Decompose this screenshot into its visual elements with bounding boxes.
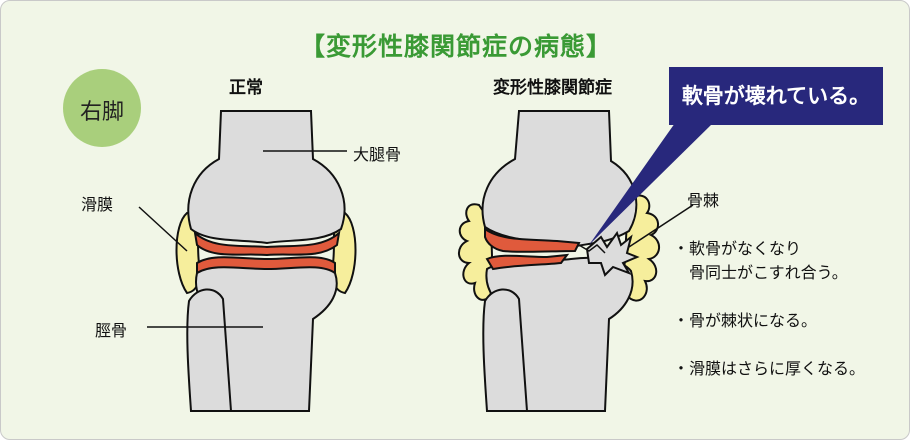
normal-femur xyxy=(187,110,346,245)
oa-knee xyxy=(458,110,660,412)
osteophyte-label: 骨棘 xyxy=(687,191,720,210)
callout-pointer xyxy=(589,123,713,245)
diagram-title: 【変形性膝関節症の病態】 xyxy=(299,32,612,61)
bullet-item: ・軟骨がなくなり xyxy=(673,239,802,258)
oa-cartilage-upper xyxy=(484,227,581,253)
bullet-item: 骨同士がこすれ合う。 xyxy=(673,263,848,282)
oa-bullet-list: ・軟骨がなくなり 骨同士がこすれ合う。 ・骨が棘状になる。 ・滑膜はさらに厚くな… xyxy=(673,237,865,381)
oa-femur xyxy=(481,110,638,249)
side-badge: 右脚 xyxy=(63,69,141,147)
tibia-label: 脛骨 xyxy=(95,321,128,340)
bullet-item: ・骨が棘状になる。 xyxy=(673,311,818,330)
leader-synovium xyxy=(138,206,188,252)
oa-crack xyxy=(578,244,606,254)
oa-heading: 変形性膝関節症 xyxy=(493,78,612,98)
normal-heading: 正常 xyxy=(229,78,263,98)
oa-fibula xyxy=(482,288,529,412)
side-label: 右脚 xyxy=(79,100,124,125)
synovium-label: 滑膜 xyxy=(81,195,114,214)
normal-cartilage-upper xyxy=(193,230,341,257)
normal-fibula xyxy=(186,288,233,412)
normal-cartilage-lower xyxy=(196,256,336,275)
normal-knee xyxy=(175,110,357,412)
callout-box: 軟骨が壊れている。 xyxy=(669,67,883,125)
oa-osteophyte xyxy=(585,230,640,277)
oa-cartilage-lower xyxy=(485,253,570,271)
femur-label: 大腿骨 xyxy=(353,145,402,164)
leader-osteophyte xyxy=(628,204,694,248)
bullet-item: ・滑膜はさらに厚くなる。 xyxy=(673,359,866,378)
